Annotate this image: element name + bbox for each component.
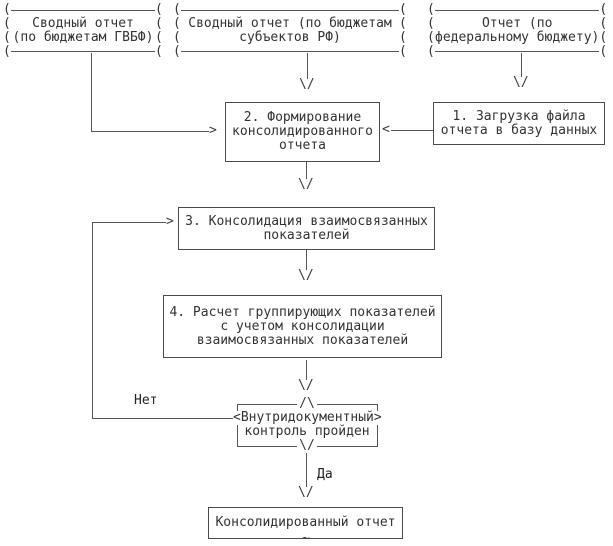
node-label: 1. Загрузка файла <box>452 108 586 124</box>
decision-border-bottom-left <box>237 446 297 447</box>
paren-border-right: ( ( ( ( <box>155 2 163 59</box>
node-step3-consolidate-linked-indicators: 3. Консолидация взаимосвязанных показате… <box>178 207 435 250</box>
decision-body: <Внутридокументный> контроль пройден <box>233 410 382 439</box>
connector-step1-to-step2 <box>391 130 433 131</box>
connector-yes-down <box>306 453 307 487</box>
decision-border-top-left <box>237 404 297 405</box>
connector-gvbf-to-step2 <box>91 131 209 132</box>
connector-subjects-down <box>307 53 308 79</box>
arrow-down-icon: \/ <box>298 378 314 393</box>
edge-label-yes: Да <box>317 467 333 482</box>
paren-border-right: ( ( ( ( <box>399 2 407 59</box>
arrow-right-icon: > <box>209 123 217 138</box>
node-label: Сводный отчет (по бюджетам <box>188 16 392 31</box>
node-report-federal-budget: ( ( ( ( Отчет (по федеральному бюджету) … <box>427 2 608 59</box>
arrow-left-icon: < <box>382 122 390 137</box>
edge-label-no: Нет <box>134 393 158 408</box>
connector-step4-down <box>306 360 307 380</box>
decision-side-left <box>237 425 238 447</box>
arrow-down-icon: \/ <box>513 75 529 90</box>
decision-side-right <box>377 425 378 447</box>
arrow-down-icon: \/ <box>299 77 315 92</box>
node-step1-load-report-file: 1. Загрузка файла отчета в базу данных <box>433 102 605 145</box>
node-body: Отчет (по федеральному бюджету) <box>435 10 600 52</box>
node-step2-form-consolidated-report: 2. Формирование консолидированного отчет… <box>225 102 380 162</box>
arrow-right-icon: > <box>166 214 174 229</box>
node-label: федеральному бюджету) <box>435 30 600 45</box>
connector-no-to-step3 <box>92 222 166 223</box>
paren-border-left: ( ( ( ( <box>427 2 435 59</box>
connector-no-horizontal <box>92 418 233 419</box>
node-label: Консолидированный отчет <box>215 515 396 530</box>
node-label: 4. Расчет группирующих показателей <box>169 304 436 320</box>
connector-no-vertical <box>92 222 93 419</box>
paren-border-right: ( ( ( ( <box>599 2 608 59</box>
paren-border-left: ( ( ( ( <box>173 2 181 59</box>
notch-up-icon: /\ <box>299 396 315 411</box>
node-body: Сводный отчет (по бюджетам ГВБФ) <box>11 10 155 52</box>
node-label: показателей <box>263 227 350 243</box>
node-summary-report-gvbf: ( ( ( ( Сводный отчет (по бюджетам ГВБФ)… <box>3 3 163 59</box>
paren-border-left: ( ( ( ( <box>3 2 11 59</box>
node-label: взаимосвязанных показателей <box>196 332 409 348</box>
decision-label: контроль пройден <box>244 424 370 439</box>
node-step4-calc-grouping-indicators: 4. Расчет группирующих показателей с уче… <box>163 295 442 358</box>
continuation-tilde: ~ <box>302 531 310 546</box>
node-consolidated-report: Консолидированный отчет <box>208 507 403 539</box>
decision-border-bottom-right <box>317 446 377 447</box>
node-label: с учетом консолидации <box>220 318 385 334</box>
decision-corner-top-right <box>377 404 378 411</box>
connector-step3-down <box>306 250 307 270</box>
connector-gvbf-down <box>91 53 92 131</box>
decision-label: <Внутридокументный> <box>233 410 382 425</box>
decision-border-top-right <box>317 404 377 405</box>
node-label: отчета <box>279 138 326 153</box>
connector-federal-down <box>521 53 522 77</box>
node-label: Сводный отчет <box>32 16 134 31</box>
connector-step2-down <box>306 162 307 179</box>
node-label: 2. Формирование <box>243 110 362 125</box>
node-label: консолидированного <box>232 124 373 139</box>
node-label: Отчет (по <box>481 16 553 31</box>
node-summary-report-rf-subjects: ( ( ( ( Сводный отчет (по бюджетам субъе… <box>173 3 407 59</box>
arrow-down-icon: \/ <box>298 268 314 283</box>
node-label: 3. Консолидация взаимосвязанных <box>185 213 428 229</box>
decision-corner-top-left <box>237 404 238 411</box>
node-label: отчета в базу данных <box>440 122 598 138</box>
node-label: (по бюджетам ГВБФ) <box>12 30 154 45</box>
arrow-down-icon: \/ <box>298 177 314 192</box>
node-decision-intradocument-control: /\ <Внутридокументный> контроль пройден … <box>233 396 382 453</box>
arrow-down-icon: \/ <box>299 438 315 453</box>
arrow-down-icon: \/ <box>298 485 314 500</box>
node-label: субъектов РФ) <box>239 30 341 45</box>
node-body: Сводный отчет (по бюджетам субъектов РФ) <box>181 10 399 52</box>
